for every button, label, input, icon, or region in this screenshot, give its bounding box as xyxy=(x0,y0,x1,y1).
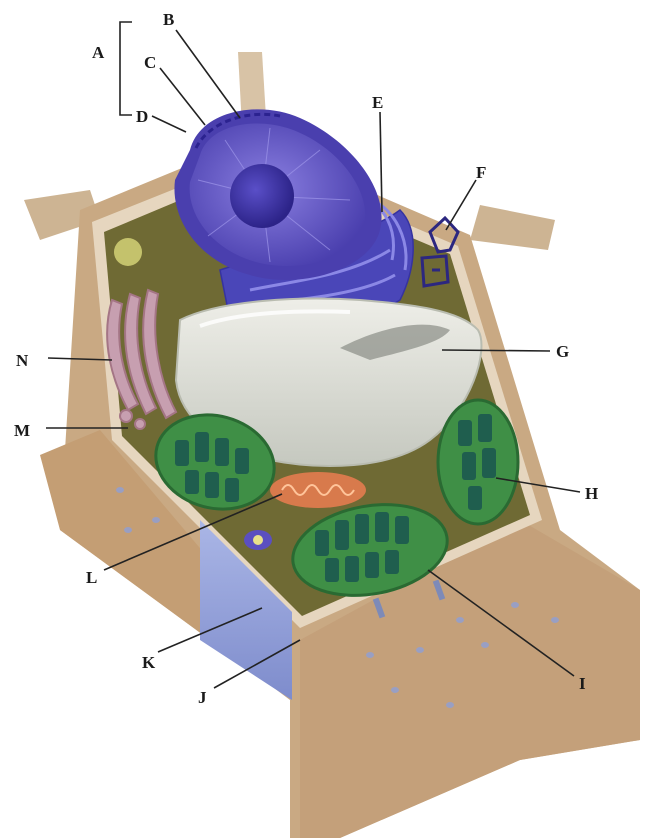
mitochondrion xyxy=(270,472,366,508)
label-f: F xyxy=(476,163,486,182)
label-e: E xyxy=(372,93,383,112)
label-j: J xyxy=(198,688,207,707)
label-h: H xyxy=(585,484,598,503)
label-b: B xyxy=(163,10,174,29)
label-n: N xyxy=(16,351,29,370)
label-k: K xyxy=(142,653,156,672)
label-g: G xyxy=(556,342,569,361)
chloroplast-right xyxy=(438,400,518,524)
nucleolus xyxy=(230,164,294,228)
label-m: M xyxy=(14,421,30,440)
label-c: C xyxy=(144,53,156,72)
label-l: L xyxy=(86,568,97,587)
label-i: I xyxy=(579,674,586,693)
label-d: D xyxy=(136,107,148,126)
vesicle-small xyxy=(244,530,272,550)
label-a: A xyxy=(92,43,105,62)
vesicle xyxy=(114,238,142,266)
